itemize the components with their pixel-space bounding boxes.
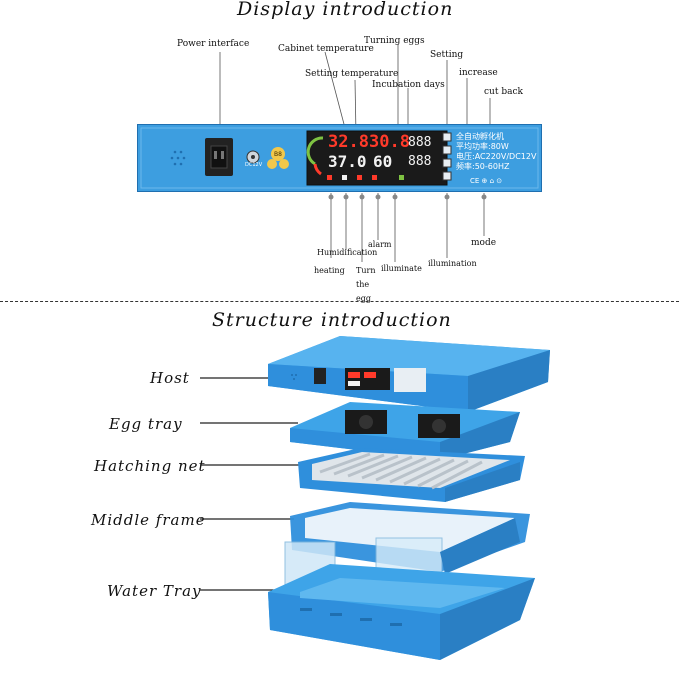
water-tray-base bbox=[268, 564, 535, 660]
label-illuminate: illuminate bbox=[381, 264, 422, 273]
panel-buttons bbox=[442, 132, 452, 181]
lcd-timer: 888 bbox=[408, 154, 432, 169]
spec-text: 全自动孵化机 平均功率:80W 电压:AC220V/DC12V 频率:50-60… bbox=[456, 132, 536, 172]
spec-line-3: 电压:AC220V/DC12V bbox=[456, 152, 537, 161]
label-alarm: alarm bbox=[368, 240, 392, 249]
speaker-grille bbox=[170, 150, 186, 166]
host-lid bbox=[268, 336, 550, 412]
leader-cabinet-temperature bbox=[324, 51, 346, 129]
label-host: Host bbox=[150, 369, 190, 387]
control-panel: B8 bbox=[136, 123, 543, 193]
label-turn-the-egg: Turn the egg bbox=[356, 266, 376, 303]
label-increase: increase bbox=[459, 68, 498, 78]
power-socket bbox=[205, 138, 233, 176]
lcd-humidity-set: 60 bbox=[373, 152, 393, 171]
label-power-interface: Power interface bbox=[177, 39, 250, 49]
lcd-cabinet-temp: 32.8 bbox=[328, 132, 369, 152]
spec-line-1: 全自动孵化机 bbox=[456, 132, 504, 141]
dc-label: DC12V bbox=[245, 162, 263, 168]
brand-logo: B8 bbox=[267, 147, 289, 169]
label-setting-temperature: Setting temperature bbox=[305, 69, 399, 79]
label-mode: mode bbox=[471, 238, 497, 248]
exploded-view bbox=[200, 336, 550, 660]
section-divider bbox=[0, 301, 679, 302]
lcd-days: 888 bbox=[408, 135, 432, 150]
hatching-net bbox=[298, 448, 525, 502]
structure-title: Structure introduction bbox=[212, 309, 452, 331]
label-cabinet-temperature: Cabinet temperature bbox=[278, 44, 374, 54]
spec-line-4: 频率:50-60HZ bbox=[456, 162, 510, 171]
label-illumination: illumination bbox=[428, 259, 477, 268]
lcd-humidity: 37.0 bbox=[328, 152, 367, 171]
label-middle-frame: Middle frame bbox=[91, 511, 206, 529]
display-title: Display introduction bbox=[237, 0, 454, 20]
label-cut-back: cut back bbox=[484, 87, 523, 97]
label-humidification: Humidification bbox=[317, 248, 378, 257]
label-hatching-net: Hatching net bbox=[94, 457, 206, 475]
label-egg-tray: Egg tray bbox=[109, 415, 183, 433]
label-setting: Setting bbox=[430, 50, 464, 60]
lcd-setting-temp: 30.8 bbox=[369, 132, 410, 152]
egg-tray bbox=[290, 402, 520, 460]
label-heating: heating bbox=[314, 266, 345, 275]
label-turning-eggs: Turning eggs bbox=[364, 36, 425, 46]
svg-text:B8: B8 bbox=[274, 151, 282, 158]
cert-marks: CE ⊕ ⌂ ⊙ bbox=[470, 177, 503, 185]
label-incubation-days: Incubation days bbox=[372, 80, 445, 90]
label-water-tray: Water Tray bbox=[107, 582, 202, 600]
spec-line-2: 平均功率:80W bbox=[456, 142, 509, 151]
